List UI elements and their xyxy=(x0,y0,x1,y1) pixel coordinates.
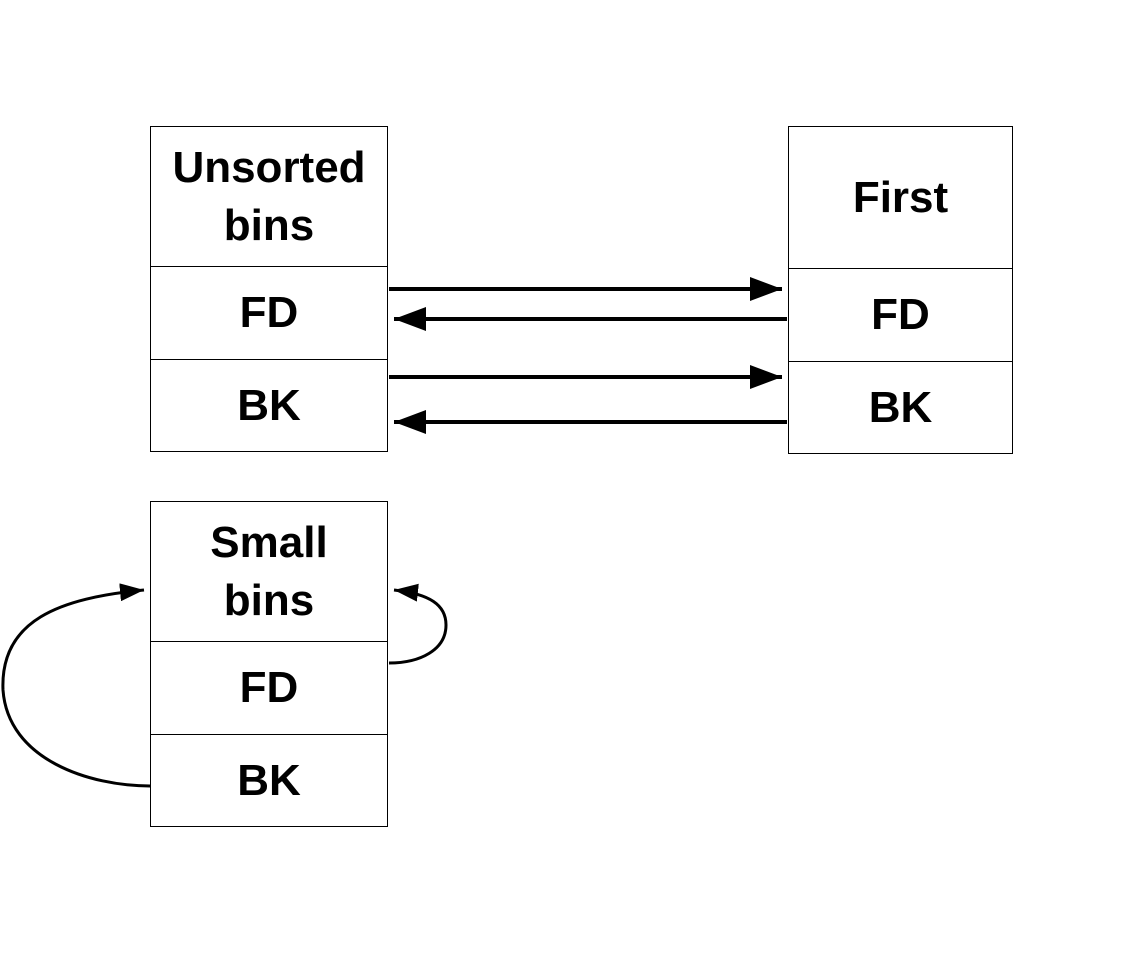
small-bins-node: Small bins FD BK xyxy=(150,501,388,827)
unsorted-bins-bk-field: BK xyxy=(151,359,387,451)
small-bins-title: Small bins xyxy=(210,517,328,625)
first-chunk-fd-field: FD xyxy=(789,268,1012,361)
small-bins-fd-self-loop-arrow xyxy=(388,583,448,665)
unsorted-bins-fd-field: FD xyxy=(151,266,387,359)
small-bins-fd-field: FD xyxy=(151,641,387,734)
small-bins-bk-self-loop-arrow xyxy=(1,583,151,788)
first-chunk-node: First FD BK xyxy=(788,126,1013,454)
first-chunk-title: First xyxy=(852,172,949,222)
first-chunk-bk-field: BK xyxy=(789,361,1012,453)
small-bins-bk-field: BK xyxy=(151,734,387,826)
unsorted-bins-title: Unsorted bins xyxy=(172,142,366,250)
unsorted-bins-node: Unsorted bins FD BK xyxy=(150,126,388,452)
